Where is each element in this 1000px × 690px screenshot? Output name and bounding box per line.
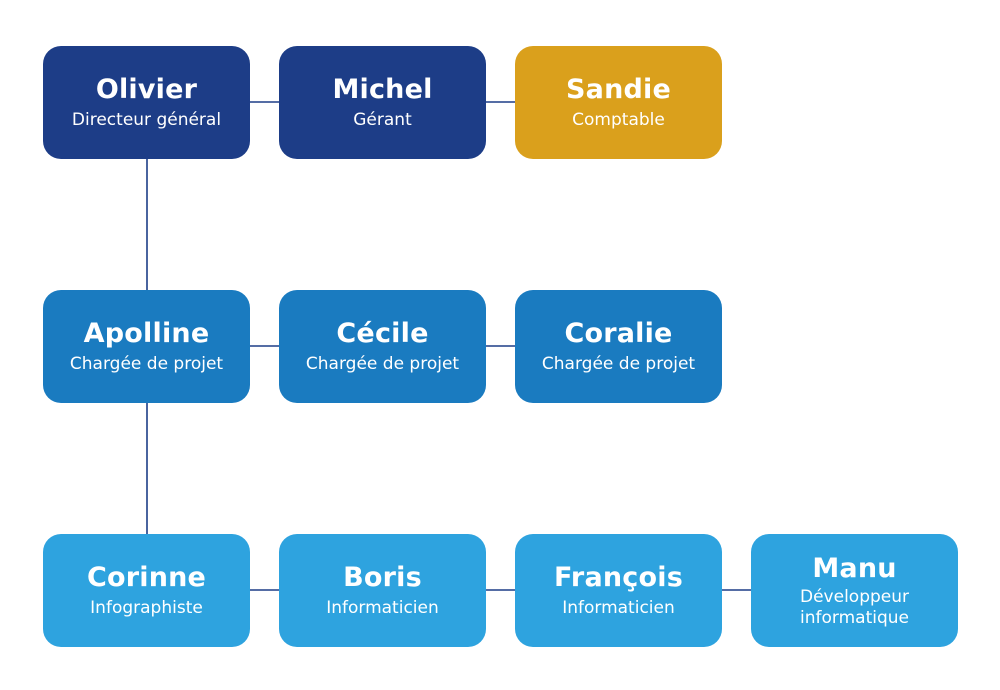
node-name: Boris [343, 562, 422, 593]
node-name: François [554, 562, 683, 593]
node-name: Coralie [564, 318, 673, 349]
node-name: Olivier [95, 74, 198, 105]
node-coralie: Coralie Chargée de projet [515, 290, 722, 403]
node-olivier: Olivier Directeur général [43, 46, 250, 159]
node-role: Informaticien [326, 598, 439, 618]
node-sandie: Sandie Comptable [515, 46, 722, 159]
node-name: Manu [812, 552, 897, 584]
node-role: Développeur informatique [800, 586, 909, 628]
node-michel: Michel Gérant [279, 46, 486, 159]
node-name: Cécile [336, 318, 429, 349]
node-corinne: Corinne Infographiste [43, 534, 250, 647]
node-boris: Boris Informaticien [279, 534, 486, 647]
node-name: Sandie [566, 74, 671, 105]
node-role: Informaticien [562, 598, 675, 618]
node-name: Apolline [83, 318, 210, 349]
node-manu: Manu Développeur informatique [751, 534, 958, 647]
node-role: Directeur général [71, 110, 222, 130]
node-role: Chargée de projet [69, 354, 224, 374]
node-role: Chargée de projet [305, 354, 460, 374]
node-apolline: Apolline Chargée de projet [43, 290, 250, 403]
node-cecile: Cécile Chargée de projet [279, 290, 486, 403]
node-francois: François Informaticien [515, 534, 722, 647]
node-role: Gérant [353, 110, 412, 130]
node-name: Michel [332, 74, 433, 105]
node-name: Corinne [86, 562, 207, 593]
node-role: Infographiste [90, 598, 203, 618]
node-role: Comptable [572, 110, 665, 130]
node-role: Chargée de projet [541, 354, 696, 374]
